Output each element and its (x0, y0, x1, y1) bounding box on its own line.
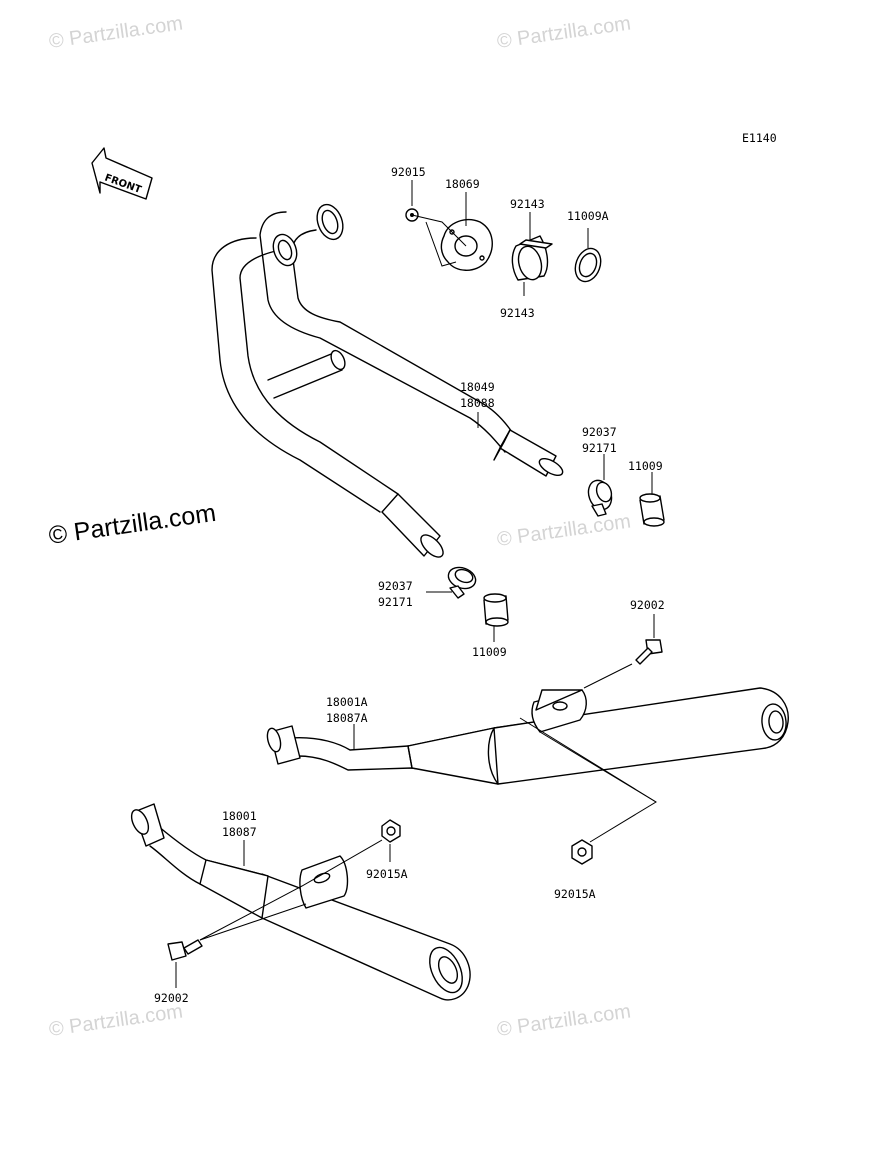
nut-92015A-right (571, 839, 593, 865)
front-arrow-icon: FRONT (91, 147, 153, 200)
collar-11009-right (639, 493, 665, 527)
sleeve-92143 (511, 235, 553, 281)
part-label-92171-right: 92171 (582, 441, 617, 455)
leader-92002-left-b (199, 903, 307, 941)
part-label-18001: 18001 (222, 809, 257, 823)
bolt-92002-right (635, 639, 663, 665)
part-label-18087A: 18087A (326, 711, 368, 725)
part-label-92143-a: 92143 (510, 197, 545, 211)
leader-92015A-right-b (539, 731, 657, 803)
diagram-code: E1140 (742, 131, 777, 145)
part-label-92015A-right: 92015A (554, 887, 596, 901)
watermark-top-left: © Partzilla.com (48, 12, 185, 53)
part-label-18049: 18049 (460, 380, 495, 394)
gasket-ring-11009A (574, 247, 602, 283)
muffler-18001A (266, 687, 789, 785)
watermark-top-right: © Partzilla.com (496, 12, 633, 53)
part-label-92015-top: 92015 (391, 165, 426, 179)
part-label-18069: 18069 (445, 177, 480, 191)
watermark-bottom-left: © Partzilla.com (48, 1000, 185, 1041)
part-label-11009-left: 11009 (472, 645, 507, 659)
clamp-92037-right (587, 479, 613, 517)
part-label-11009-right: 11009 (628, 459, 663, 473)
flange-18069 (440, 218, 493, 271)
part-label-92015A-left: 92015A (366, 867, 408, 881)
part-label-18001A: 18001A (326, 695, 368, 709)
part-label-18088: 18088 (460, 396, 495, 410)
leader-92015-top (411, 214, 467, 247)
nut-92015A-left (381, 819, 401, 843)
leader-92015-top-b (425, 221, 457, 267)
part-label-11009A: 11009A (567, 209, 609, 223)
collar-11009-left (483, 593, 509, 627)
part-label-92037-right: 92037 (582, 425, 617, 439)
part-label-92171-left: 92171 (378, 595, 413, 609)
muffler-18001 (130, 803, 471, 1001)
part-label-92002-left: 92002 (154, 991, 189, 1005)
watermark-large: © Partzilla.com (47, 499, 218, 550)
leader-92002-left (199, 839, 383, 941)
exhaust-header-pipes (211, 203, 564, 558)
watermark-middle-right: © Partzilla.com (496, 510, 633, 551)
bolt-92002-left (167, 939, 203, 961)
part-label-18087: 18087 (222, 825, 257, 839)
part-label-92037-left: 92037 (378, 579, 413, 593)
part-label-92143-b: 92143 (500, 306, 535, 320)
watermark-bottom-right: © Partzilla.com (496, 1000, 633, 1041)
part-label-92002-right: 92002 (630, 598, 665, 612)
leader-92002-right-b (583, 663, 633, 689)
clamp-92037-left (447, 566, 477, 599)
